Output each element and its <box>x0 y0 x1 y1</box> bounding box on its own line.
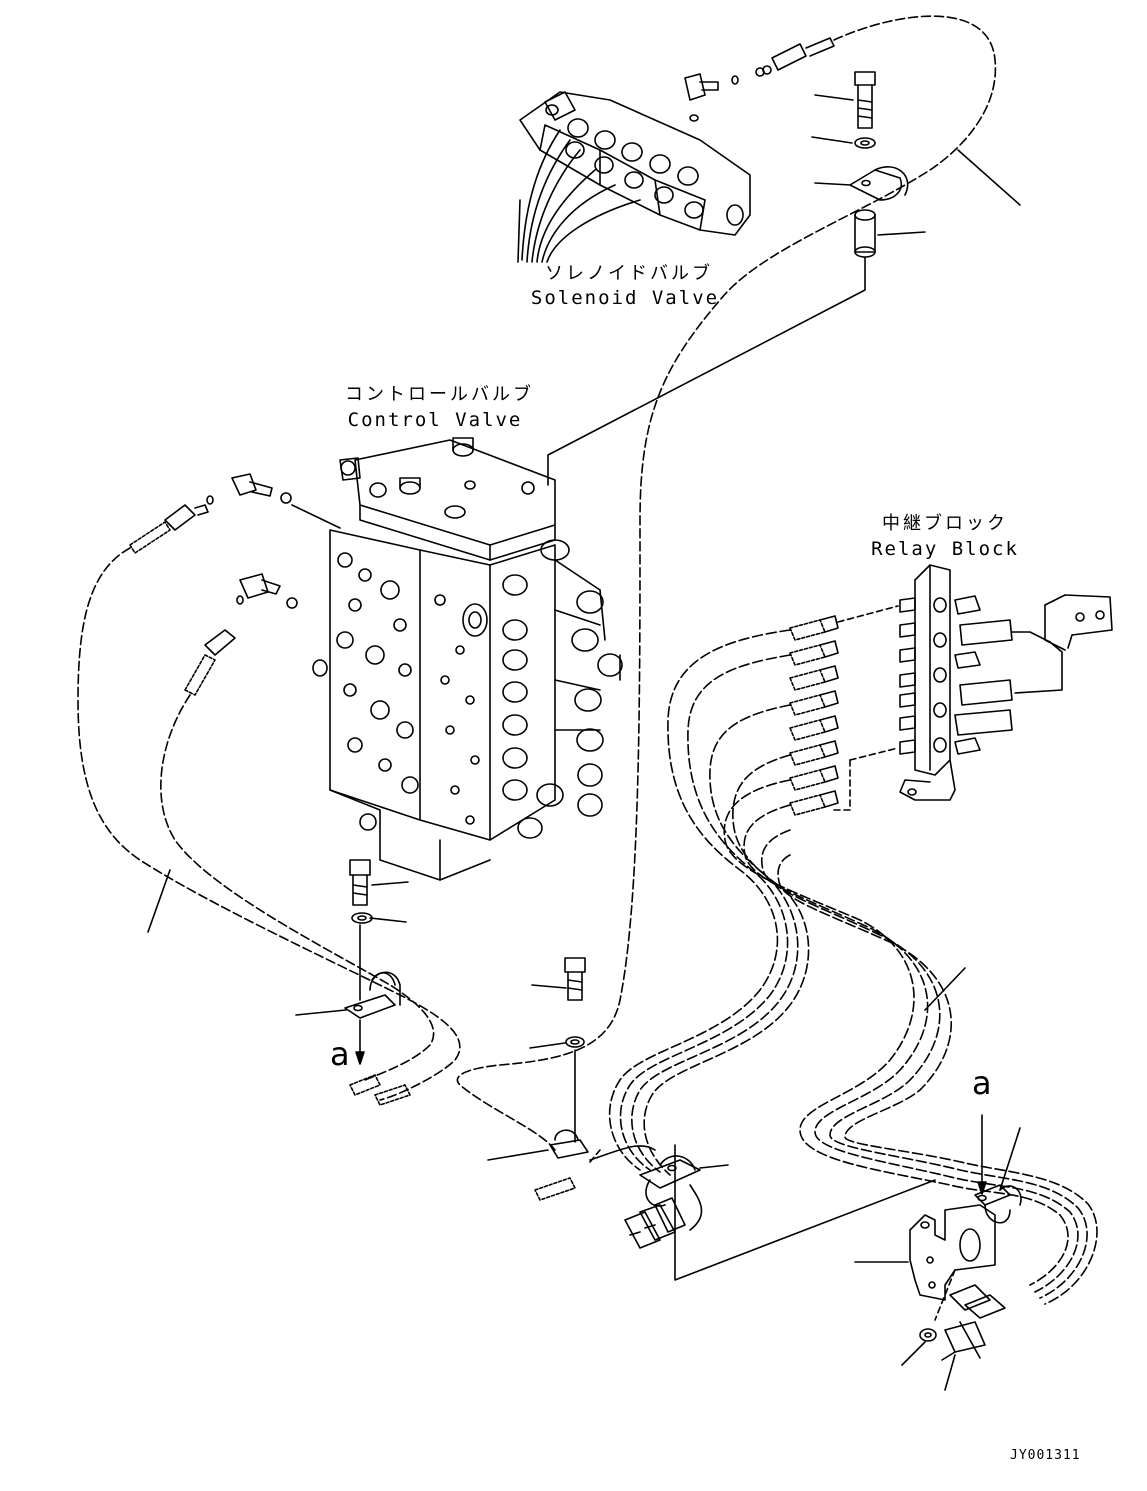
left-hose-inner <box>160 694 435 1081</box>
relay-hose-ends <box>789 605 899 816</box>
solenoid-valve-assembly <box>517 37 835 263</box>
solenoid-valve-label-en: Solenoid Valve <box>530 287 720 309</box>
left-hose-loop <box>77 547 461 1101</box>
callout-a-left: a <box>330 1035 350 1073</box>
clamp-stack-center <box>487 957 656 1201</box>
control-valve-label-jp: コントロールバルブ <box>345 384 534 405</box>
clamp-stack-top <box>547 71 926 486</box>
control-valve-assembly <box>312 437 623 881</box>
control-valve-label-en: Control Valve <box>347 409 523 431</box>
clamp-bottom-center <box>624 1144 936 1281</box>
drawing-code: JY001311 <box>1010 1448 1081 1463</box>
clamp-stack-left <box>295 859 411 1106</box>
callout-a-right: a <box>972 1064 992 1102</box>
relay-block-label-en: Relay Block <box>871 538 1019 560</box>
solenoid-valve-label-jp: ソレノイドバルブ <box>545 263 713 284</box>
hose-bundle-right <box>723 779 1098 1305</box>
hose-bundle-left <box>608 629 810 1176</box>
control-valve-fittings <box>129 473 341 696</box>
relay-block-assembly <box>899 564 1113 801</box>
bracket-bottom-right <box>854 1114 1022 1391</box>
relay-block-label-jp: 中継ブロック <box>882 513 1008 534</box>
solenoid-hose-loop <box>456 15 997 1151</box>
